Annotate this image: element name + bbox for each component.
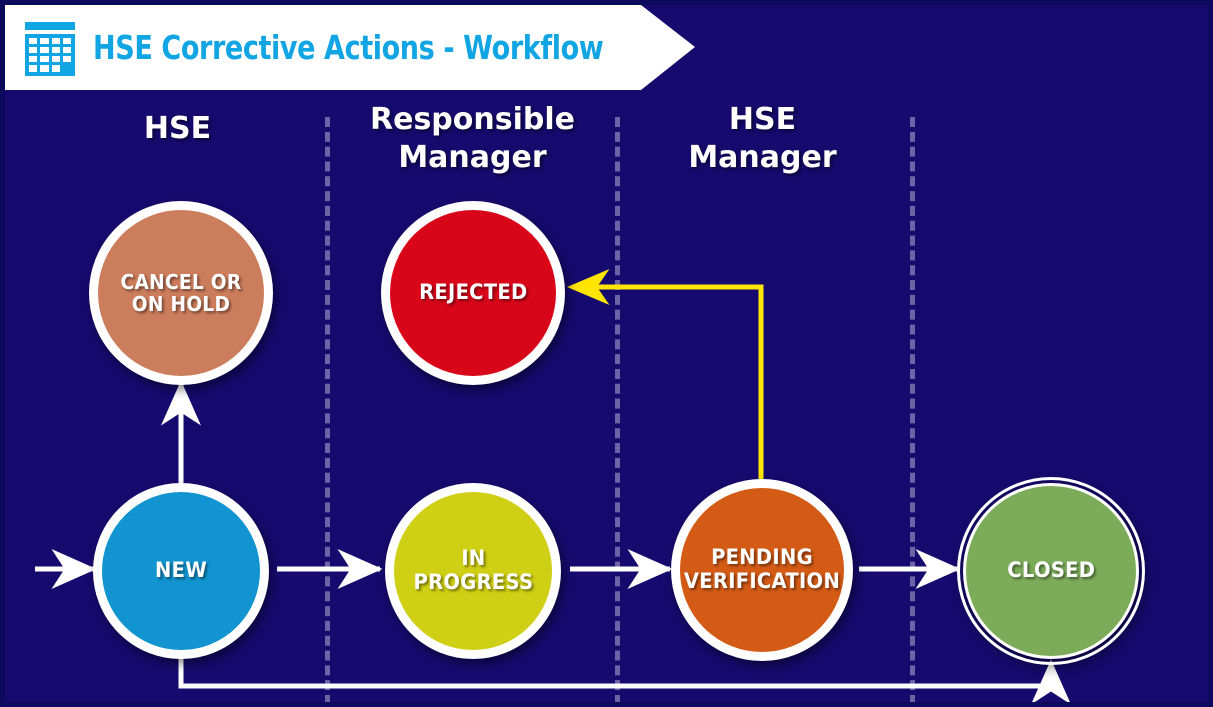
node-label-cancel-or-on-hold: CANCEL OR ON HOLD — [120, 269, 242, 316]
node-label-pending-verification: PENDING VERIFICATION — [683, 545, 841, 593]
lane-header-hse: HSE — [143, 111, 212, 146]
node-closed[interactable]: CLOSED — [957, 477, 1145, 665]
node-rejected[interactable]: REJECTED — [381, 201, 565, 385]
node-new[interactable]: NEW — [93, 483, 269, 659]
lane-divider-3 — [910, 117, 915, 702]
node-in-progress[interactable]: IN PROGRESS — [385, 483, 561, 659]
node-pending-verification[interactable]: PENDING VERIFICATION — [671, 479, 853, 661]
node-label-in-progress: IN PROGRESS — [413, 546, 533, 594]
node-label-closed: CLOSED — [1006, 558, 1095, 583]
calendar-icon — [21, 20, 79, 76]
node-label-new: NEW — [154, 558, 208, 583]
lane-header-responsible-manager: Responsible Manager — [370, 102, 575, 175]
node-cancel-or-on-hold[interactable]: CANCEL OR ON HOLD — [89, 201, 273, 385]
lane-divider-1 — [325, 117, 330, 702]
header-banner: HSE Corrective Actions - Workflow — [5, 5, 695, 90]
page-title: HSE Corrective Actions - Workflow — [93, 28, 604, 67]
connector-rejected-pending-loop — [567, 268, 780, 524]
node-label-rejected: REJECTED — [418, 280, 528, 305]
lane-divider-2 — [615, 117, 620, 702]
lane-header-hse-manager: HSE Manager — [688, 102, 837, 175]
